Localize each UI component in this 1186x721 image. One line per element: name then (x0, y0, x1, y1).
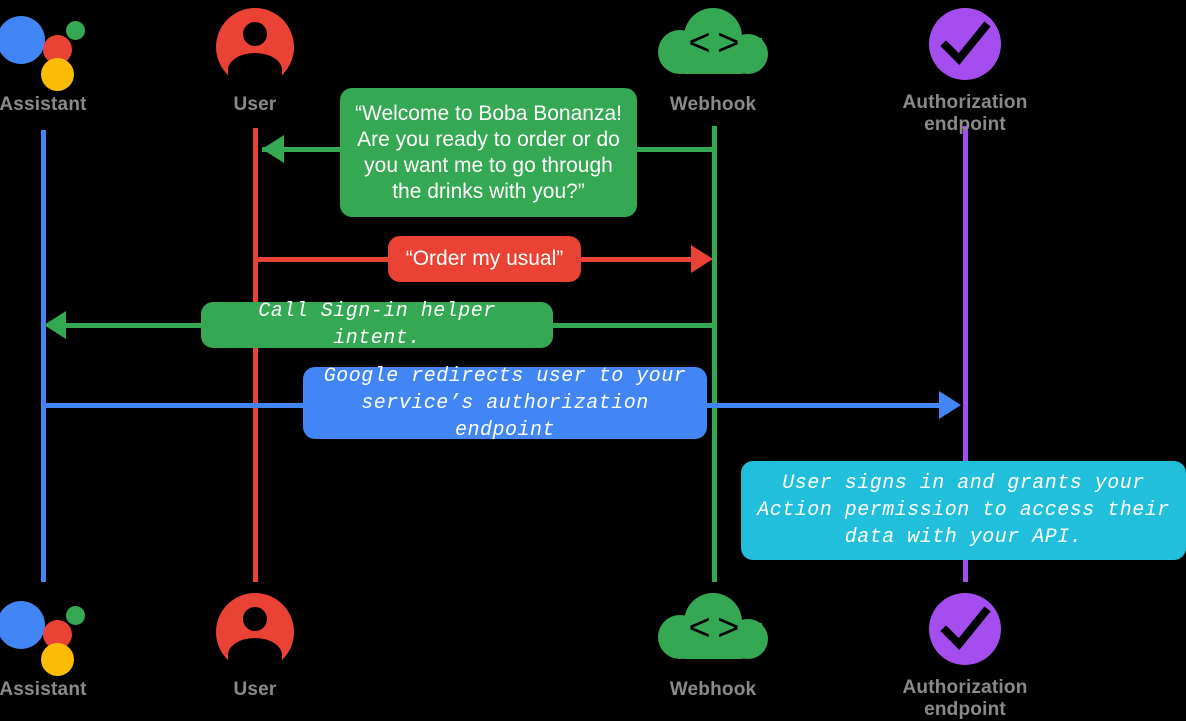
code-brackets-icon: < > (688, 607, 740, 649)
cloud-code-icon: < > (658, 8, 768, 88)
code-brackets-icon: < > (688, 22, 740, 64)
actor-authorization-top: Authorization endpoint (865, 0, 1065, 136)
actor-label-authorization-line1: Authorization (902, 92, 1028, 113)
actor-label-authorization-line1: Authorization (902, 677, 1028, 698)
actor-label-authorization-line2: endpoint (924, 699, 1006, 720)
message-bubble-order-usual: “Order my usual” (388, 236, 581, 282)
actor-user-bottom: User (155, 589, 355, 701)
arrow-head-google-redirect (939, 391, 961, 419)
user-glyph (155, 8, 355, 94)
cloud-code-icon: < > (658, 593, 768, 673)
lifeline-assistant (41, 130, 46, 582)
actor-label-authorization-line2: endpoint (924, 114, 1006, 135)
auth-disc (929, 8, 1001, 80)
purple-check-icon (929, 593, 1001, 665)
actor-authorization-bottom: Authorization endpoint (865, 585, 1065, 721)
authorization-glyph (865, 8, 1065, 92)
assistant-glyph (0, 8, 143, 94)
assistant-dot-green (66, 606, 85, 625)
purple-check-icon (929, 8, 1001, 80)
actor-label-assistant: Assistant (0, 679, 87, 700)
actor-webhook-bottom: < > Webhook (613, 587, 813, 701)
actor-webhook-top: < > Webhook (613, 2, 813, 116)
actor-label-user: User (233, 679, 277, 700)
lifeline-webhook (712, 126, 717, 582)
user-avatar-body (228, 638, 282, 672)
actor-user-top: User (155, 4, 355, 116)
google-assistant-icon (0, 8, 89, 94)
actor-label-webhook: Webhook (669, 679, 757, 700)
assistant-dot-yellow (41, 643, 74, 676)
arrow-head-order-usual (691, 245, 713, 273)
assistant-glyph-bottom (0, 593, 143, 679)
lifeline-authorization (963, 126, 968, 582)
check-mark-icon (940, 21, 991, 65)
user-avatar-icon (216, 8, 294, 87)
assistant-dot-blue (0, 601, 45, 649)
user-avatar-head (243, 607, 267, 631)
assistant-dot-blue (0, 16, 45, 64)
google-assistant-icon (0, 593, 89, 679)
user-avatar-body (228, 53, 282, 87)
message-bubble-google-redirect: Google redirects user to your service’s … (303, 365, 707, 442)
auth-disc (929, 593, 1001, 665)
actor-label-assistant: Assistant (0, 94, 87, 115)
webhook-glyph: < > (613, 8, 813, 94)
cloud-base (664, 38, 762, 74)
assistant-dot-green (66, 21, 85, 40)
message-bubble-signin-helper: Call Sign-in helper intent. (201, 300, 553, 350)
actor-label-user: User (233, 94, 277, 115)
arrow-head-signin-helper (44, 311, 66, 339)
user-avatar-head (243, 22, 267, 46)
arrow-head-welcome (262, 135, 284, 163)
authorization-glyph-bottom (865, 593, 1065, 677)
actor-assistant-bottom: Assistant (0, 593, 143, 701)
lifeline-user (253, 128, 258, 582)
cloud-base (664, 623, 762, 659)
assistant-dot-yellow (41, 58, 74, 91)
message-bubble-user-grants: User signs in and grants your Action per… (741, 461, 1186, 560)
webhook-glyph-bottom: < > (613, 593, 813, 679)
actor-label-webhook: Webhook (669, 94, 757, 115)
check-mark-icon (940, 606, 991, 650)
user-avatar-icon (216, 593, 294, 672)
message-bubble-welcome: “Welcome to Boba Bonanza! Are you ready … (340, 88, 637, 217)
user-glyph-bottom (155, 593, 355, 679)
actor-assistant-top: Assistant (0, 8, 143, 116)
